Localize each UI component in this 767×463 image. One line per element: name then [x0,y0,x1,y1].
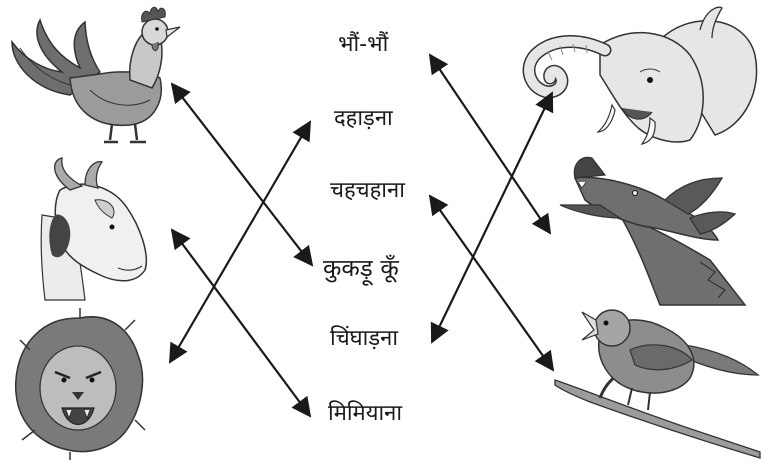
goat-picture [41,158,146,300]
rooster-picture [12,7,180,142]
word-mimiyana: मिमियाना [328,403,402,425]
word-chinghadna: चिंघाड़ना [330,328,398,350]
word-chahchahana: चहचहाना [330,180,405,202]
word-kukdu-koon: कुकड़ू कूँ [323,256,399,280]
lion-picture [16,308,145,460]
word-bhaun-bhaun: भौं-भौं [338,34,388,56]
elephant-picture [529,7,757,144]
arrow-dahadna-lion [170,122,310,362]
arrow-chinghadna-elephant [432,93,552,342]
word-dahadna: दहाड़ना [334,108,393,130]
arrow-chahchahana-bird [430,196,553,370]
bird-picture [555,310,760,458]
dog-picture [560,157,745,305]
